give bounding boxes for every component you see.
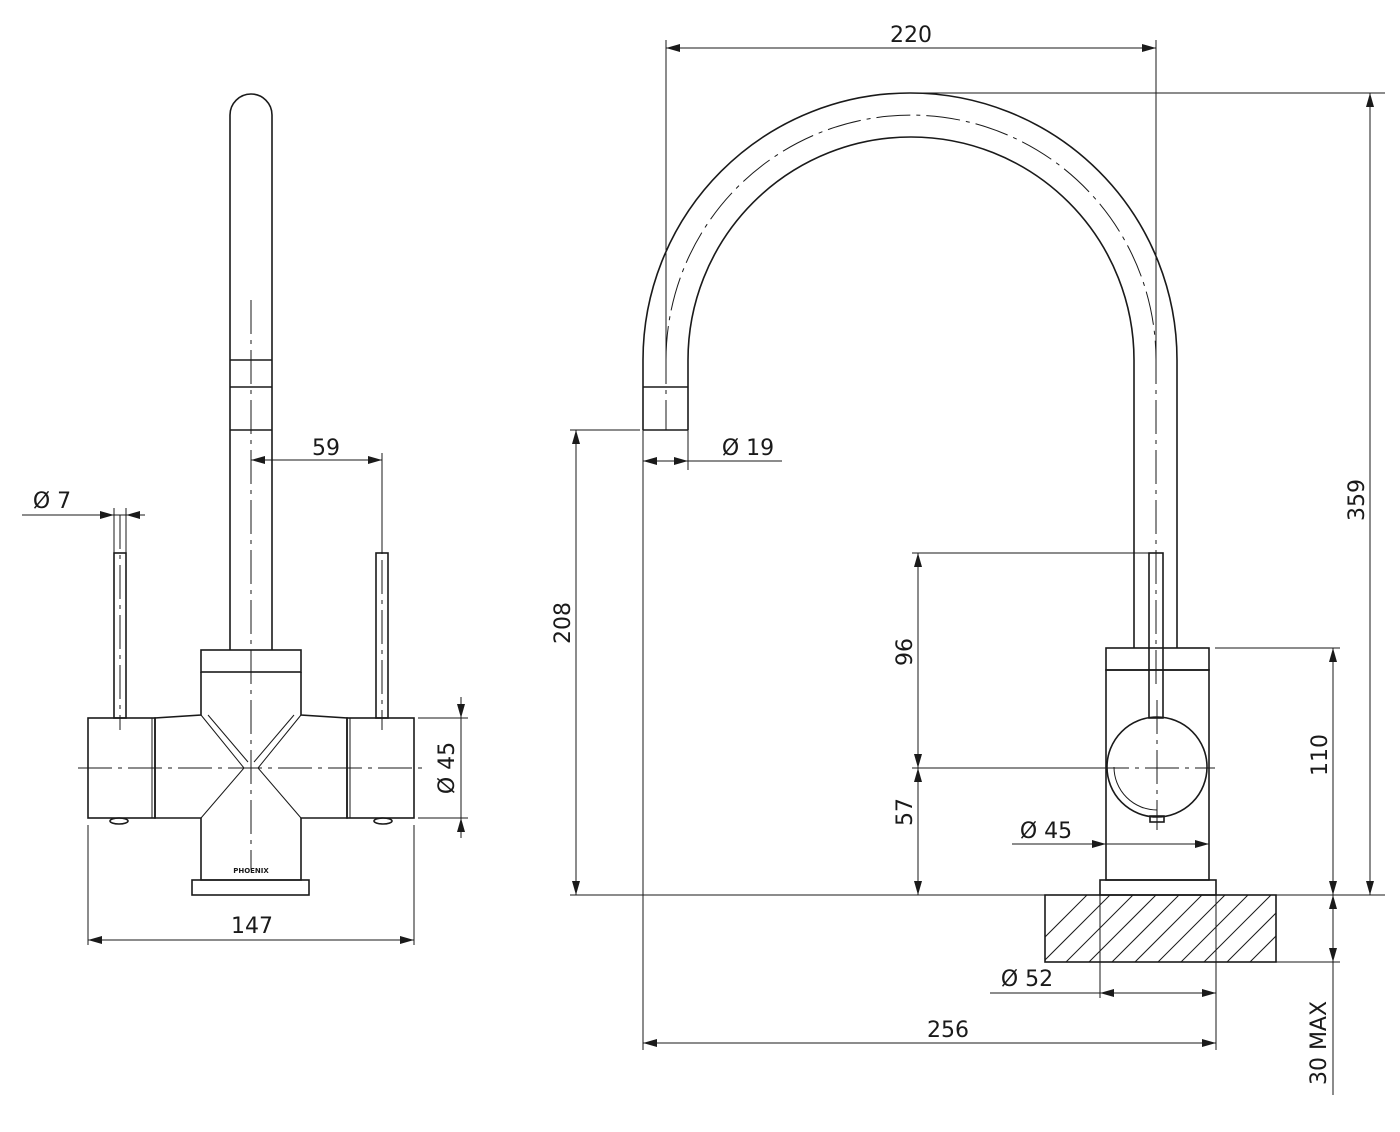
svg-text:Ø 45: Ø 45 xyxy=(435,742,460,794)
front-spout xyxy=(229,93,273,650)
dim-spout-reach: 220 xyxy=(665,23,1157,355)
svg-text:Ø 7: Ø 7 xyxy=(33,489,71,514)
svg-text:57: 57 xyxy=(893,798,918,826)
front-neck-block xyxy=(200,649,302,673)
dim-bench-thickness: 30 MAX xyxy=(1276,895,1340,1095)
svg-text:256: 256 xyxy=(927,1018,969,1043)
svg-text:Ø 45: Ø 45 xyxy=(1020,819,1072,844)
dim-lever-axis-height: 57 xyxy=(893,768,922,895)
dim-base-diameter: Ø 52 xyxy=(990,967,1216,997)
svg-text:59: 59 xyxy=(312,436,340,461)
side-neck-block xyxy=(1105,647,1210,671)
left-set-screw xyxy=(109,817,129,825)
dim-body-height: 110 xyxy=(1215,647,1340,895)
svg-text:96: 96 xyxy=(893,638,918,666)
dim-spout-outlet-height: 208 xyxy=(551,429,640,895)
svg-text:110: 110 xyxy=(1308,734,1333,776)
spout-outer-arc xyxy=(642,92,1178,361)
dim-spout-diameter: Ø 19 xyxy=(642,430,782,470)
svg-text:147: 147 xyxy=(231,914,273,939)
dim-body-diameter-side: Ø 45 xyxy=(1012,819,1210,870)
dim-body-diameter-front: Ø 45 xyxy=(418,697,468,838)
front-base-plate xyxy=(191,879,310,896)
dim-lever-offset: 59 xyxy=(251,436,383,553)
right-set-screw xyxy=(373,817,393,825)
dim-lever-diameter: Ø 7 xyxy=(22,489,145,553)
side-base-plate xyxy=(1099,879,1217,896)
side-lever xyxy=(1148,552,1164,719)
front-view: PHOENIX Ø 7 59 Ø 45 xyxy=(22,93,468,945)
dim-overall-depth: 256 xyxy=(642,470,1217,1050)
svg-text:220: 220 xyxy=(890,23,932,48)
side-view: 220 359 Ø 19 208 xyxy=(551,23,1385,1095)
svg-text:359: 359 xyxy=(1345,479,1370,521)
svg-text:Ø 19: Ø 19 xyxy=(722,436,774,461)
benchtop-section xyxy=(1044,894,1277,998)
dim-overall-height: 359 xyxy=(911,92,1385,895)
dim-overall-width: 147 xyxy=(87,825,415,945)
svg-text:208: 208 xyxy=(551,602,576,644)
spout-inner-arc xyxy=(687,136,1135,361)
dim-lever-height: 96 xyxy=(893,552,1149,769)
brand-mark: PHOENIX xyxy=(233,867,269,875)
svg-text:Ø 52: Ø 52 xyxy=(1001,967,1053,992)
svg-text:30 MAX: 30 MAX xyxy=(1307,1001,1332,1085)
